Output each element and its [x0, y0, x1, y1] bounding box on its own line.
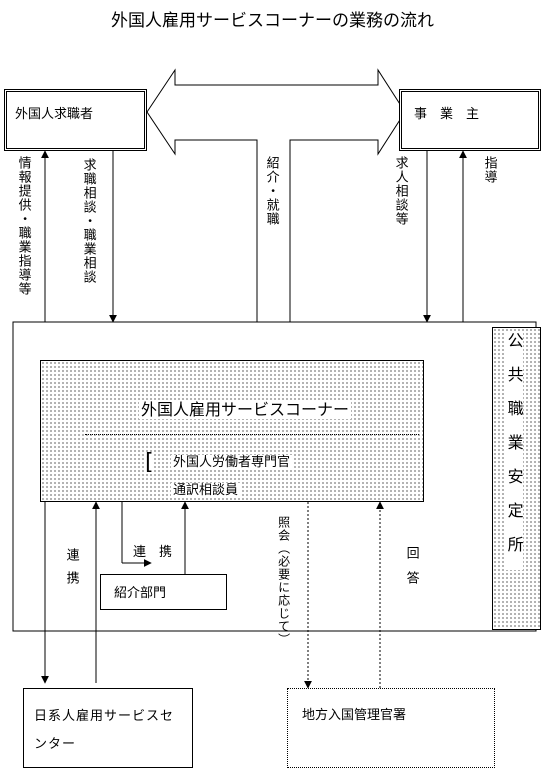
- referral-dept-box: 紹介部門: [100, 574, 227, 610]
- label-cooperation-left: 連携: [63, 548, 79, 594]
- staff-specialist: 外国人労働者専門官: [171, 455, 293, 470]
- public-office-label: 公共職業安定所: [504, 332, 524, 570]
- immigration-label: 地方入国管理官署: [302, 708, 407, 723]
- staff-interpreter: 通訳相談員: [171, 483, 241, 498]
- employer-label: 事 業 主: [414, 107, 480, 122]
- referral-double-arrow: [146, 68, 406, 323]
- label-reply: 回答: [403, 546, 419, 596]
- job-seeker-box: 外国人求職者: [4, 89, 147, 151]
- diagram-title: 外国人雇用サービスコーナーの業務の流れ: [111, 11, 434, 31]
- label-job-consult: 求職相談・職業相談: [80, 158, 96, 284]
- nikkei-center-label: 日系人雇用サービスセンター: [34, 709, 175, 752]
- referral-dept-label: 紹介部門: [114, 586, 167, 601]
- label-referral-employment: 紹介・就職: [263, 156, 279, 226]
- label-guidance: 指導: [481, 156, 497, 184]
- job-seeker-label: 外国人求職者: [15, 107, 94, 122]
- employer-box: 事 業 主: [399, 89, 541, 151]
- service-corner-box: 外国人雇用サービスコーナー [ 外国人労働者専門官 通訳相談員: [40, 360, 424, 502]
- label-cooperation-inner: 連 携: [133, 545, 173, 560]
- label-inquiry: 照会（必要に応じて）: [276, 516, 291, 646]
- immigration-box: 地方入国管理官署: [287, 688, 495, 768]
- bracket-icon: [: [145, 450, 154, 475]
- label-info-guidance: 情報提供・職業指導等: [15, 156, 31, 296]
- corner-title: 外国人雇用サービスコーナー: [139, 400, 352, 419]
- corner-divider: [85, 434, 419, 435]
- nikkei-center-box: 日系人雇用サービスセンター: [23, 688, 193, 768]
- label-job-offer-consult: 求人相談等: [392, 156, 408, 226]
